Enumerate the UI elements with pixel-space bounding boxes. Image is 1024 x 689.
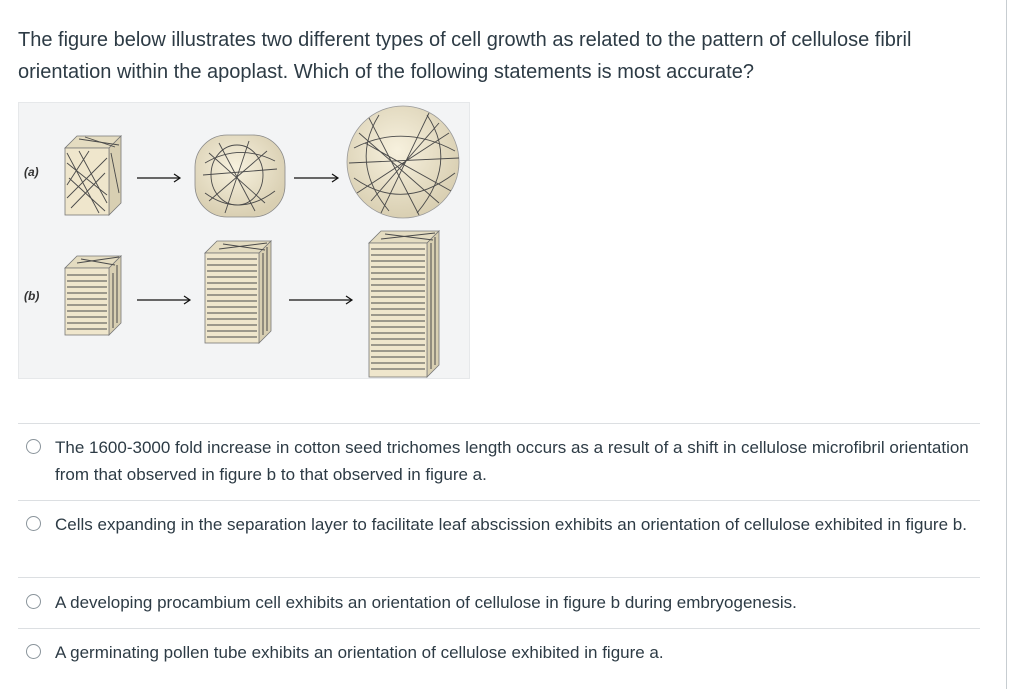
arrow-b2 (289, 295, 354, 305)
answer-option-1[interactable]: The 1600-3000 fold increase in cotton se… (18, 434, 980, 488)
divider (18, 500, 980, 501)
answer-option-2[interactable]: Cells expanding in the separation layer … (18, 511, 980, 538)
cell-b-cube (64, 255, 122, 336)
radio-button[interactable] (26, 594, 41, 609)
answer-option-4-text: A germinating pollen tube exhibits an or… (55, 643, 664, 662)
arrow-a2 (294, 173, 340, 183)
radio-button[interactable] (26, 439, 41, 454)
divider (18, 628, 980, 629)
figure-label-a: (a) (24, 165, 39, 179)
answer-option-3[interactable]: A developing procambium cell exhibits an… (18, 589, 980, 616)
question-text: The figure below illustrates two differe… (18, 29, 912, 83)
arrow-b1 (137, 295, 192, 305)
answer-option-3-text: A developing procambium cell exhibits an… (55, 593, 797, 612)
cell-b-column-medium (204, 240, 272, 344)
radio-button[interactable] (26, 644, 41, 659)
radio-button[interactable] (26, 516, 41, 531)
cell-growth-figure: (a) (b) (18, 102, 470, 379)
cell-a-rounded (194, 134, 286, 218)
cell-growth-illustration (64, 105, 460, 378)
page-right-border (1006, 0, 1007, 689)
cell-a-cube (64, 135, 122, 216)
arrow-a1 (137, 173, 182, 183)
divider (18, 423, 980, 424)
divider (18, 577, 980, 578)
answer-option-2-text: Cells expanding in the separation layer … (55, 515, 967, 534)
answer-option-1-text: The 1600-3000 fold increase in cotton se… (55, 438, 969, 484)
cell-b-column-tall (368, 230, 440, 378)
figure-label-b: (b) (24, 289, 40, 303)
cell-a-sphere (346, 105, 460, 219)
answer-option-4[interactable]: A germinating pollen tube exhibits an or… (18, 639, 980, 666)
